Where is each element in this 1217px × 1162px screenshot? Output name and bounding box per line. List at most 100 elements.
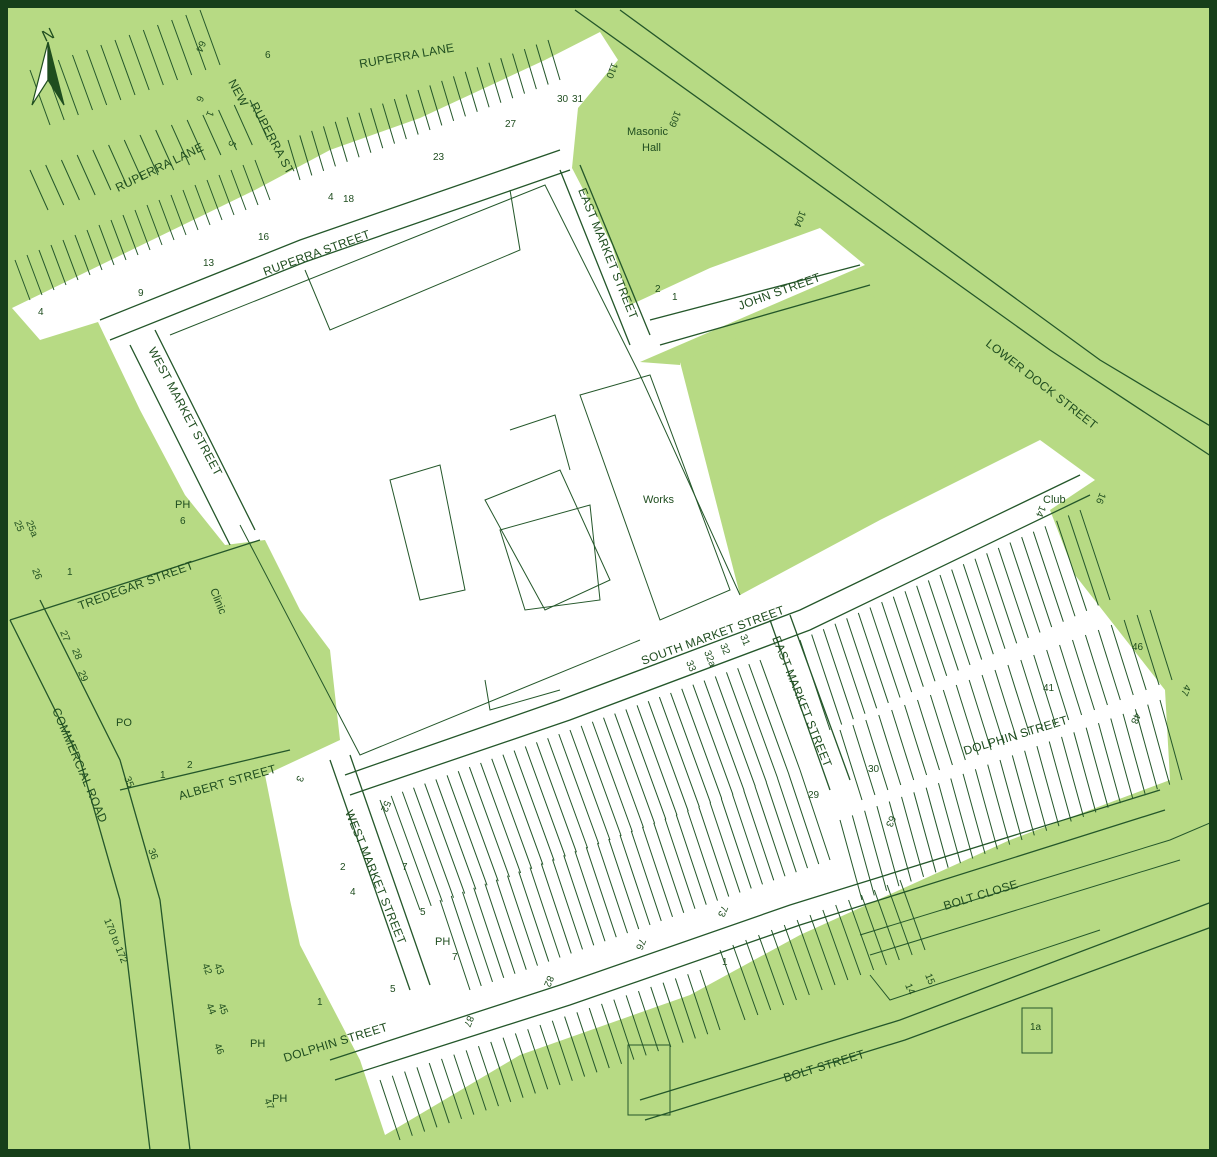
plot-line <box>743 790 775 881</box>
plot-line <box>230 169 247 211</box>
place-labels: Masonic Hall Works Club PH Clinic PO PH … <box>116 126 1066 1105</box>
number: 2 <box>655 284 661 295</box>
plot-line <box>799 639 831 731</box>
label-ph-lower: PH <box>272 1093 287 1105</box>
plot-line <box>523 48 537 90</box>
number: 1 <box>722 957 728 968</box>
plot-line <box>994 669 1018 741</box>
number: 18 <box>343 194 355 205</box>
plot-line <box>754 786 786 877</box>
plot-line <box>834 623 866 714</box>
plot-line <box>670 692 712 804</box>
plot-line <box>737 668 779 779</box>
plot-line <box>287 139 301 181</box>
number: 3 <box>293 774 305 784</box>
plot-line <box>927 580 959 671</box>
plot-line <box>619 834 651 926</box>
plot-line <box>625 709 667 820</box>
plot-line <box>703 680 745 791</box>
plot-line <box>1097 722 1121 804</box>
number: 6 <box>193 94 205 104</box>
plot-line <box>748 663 790 775</box>
plot-line <box>417 89 431 131</box>
plot-line <box>92 149 112 191</box>
plot-line <box>1123 619 1147 691</box>
plot-line <box>1149 609 1173 681</box>
number: 15 <box>922 972 937 987</box>
plot-line <box>1033 654 1057 726</box>
plot-line <box>591 721 633 832</box>
number: 1 <box>672 292 678 303</box>
number: 1 <box>67 567 73 578</box>
number: 4 <box>350 887 356 898</box>
plot-line <box>917 699 940 771</box>
plot-line <box>170 194 187 236</box>
plot-line <box>783 924 810 996</box>
number: 48 <box>1128 711 1143 726</box>
number: 47 <box>261 1097 276 1112</box>
number: 47 <box>1178 683 1193 698</box>
plot-line <box>435 779 477 890</box>
plot-line <box>134 209 151 251</box>
plot-line <box>658 696 700 808</box>
plot-line <box>491 758 533 869</box>
plot-line <box>453 1054 475 1115</box>
garage-block <box>627 1044 671 1116</box>
plot-line <box>393 98 407 140</box>
plot-line <box>429 85 443 126</box>
plot-line <box>518 871 550 962</box>
road-network <box>9 9 1217 1151</box>
plot-line <box>647 701 689 812</box>
plot-line <box>552 859 583 950</box>
plot-line <box>664 818 696 909</box>
plot-line <box>457 771 499 882</box>
plot-line <box>630 830 662 922</box>
number: 9 <box>138 288 144 299</box>
plot-line <box>901 796 925 878</box>
plot-line <box>185 14 207 71</box>
plot-line <box>653 822 685 913</box>
plot-line <box>450 895 482 987</box>
plot-line <box>527 1029 549 1090</box>
box-1a <box>1021 1007 1053 1054</box>
plot-line <box>886 884 913 956</box>
plot-line <box>413 787 454 898</box>
plot-line <box>1036 746 1060 827</box>
plot-line <box>1084 634 1108 706</box>
plot-line <box>404 1071 426 1132</box>
plot-line <box>687 974 709 1035</box>
plot-line <box>322 126 336 167</box>
plot-line <box>1110 718 1134 799</box>
number: 2 <box>187 760 193 771</box>
plot-line <box>987 764 1011 845</box>
plot-line <box>585 847 617 938</box>
plot-line <box>401 791 443 902</box>
park-block <box>680 286 1000 570</box>
plot-line <box>1072 639 1095 711</box>
plot-line <box>540 863 572 954</box>
number: 36 <box>145 847 160 862</box>
plot-line <box>513 750 555 861</box>
plot-line <box>514 1033 536 1094</box>
plot-line <box>86 49 108 106</box>
number: 25 <box>11 519 26 534</box>
plot-line <box>171 19 193 76</box>
plot-line <box>1011 755 1035 836</box>
plot-line <box>74 234 91 276</box>
plot-line <box>869 607 901 698</box>
plot-line <box>507 875 538 966</box>
number: 29 <box>808 790 820 801</box>
plot-line <box>390 795 432 907</box>
plot-line <box>26 254 43 296</box>
plot-line <box>852 724 876 796</box>
plot-line <box>45 164 65 206</box>
number: 5 <box>420 907 426 918</box>
plot-line <box>488 62 502 103</box>
plot-line <box>346 117 360 158</box>
plot-line <box>699 969 721 1031</box>
plot-line <box>473 887 505 978</box>
plot-line <box>1134 709 1158 790</box>
plot-line <box>1046 649 1070 721</box>
plot-line <box>1024 750 1048 831</box>
